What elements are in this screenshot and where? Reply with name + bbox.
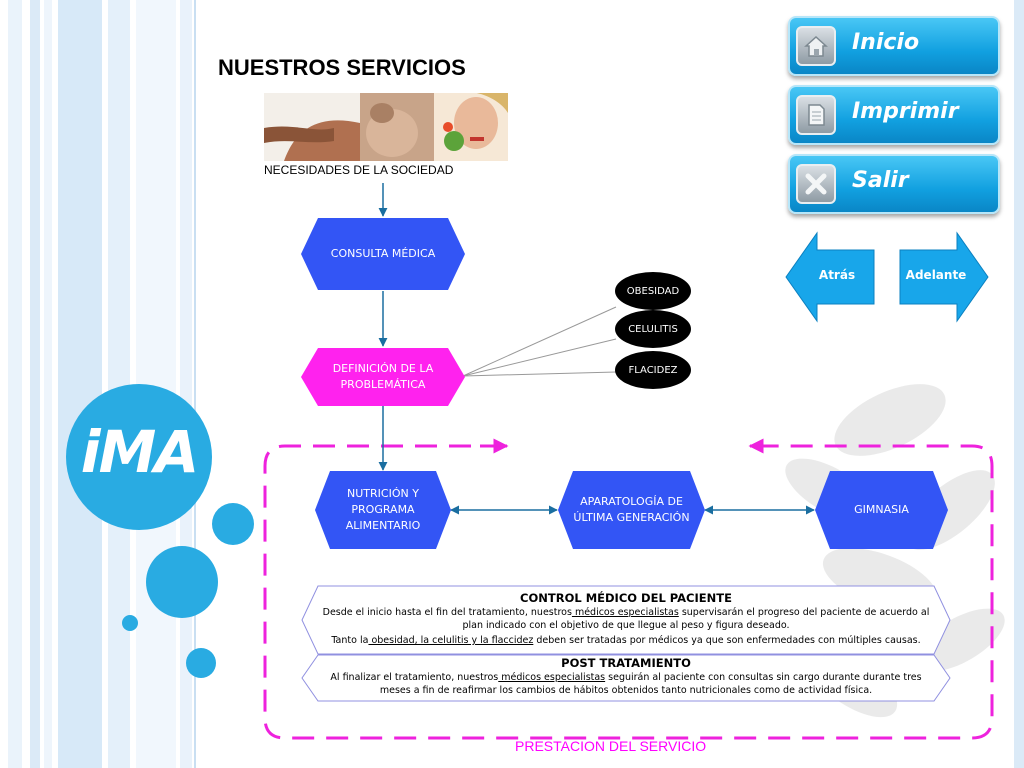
specialists-link[interactable]: médicos especialistas [498, 672, 606, 683]
aparatologia-label: APARATOLOGÍA DE ÚLTIMA GENERACIÓN [573, 495, 690, 524]
control-text: CONTROL MÉDICO DEL PACIENTE Desde el ini… [322, 591, 930, 647]
close-icon [796, 164, 836, 204]
decor-bubble [122, 615, 138, 631]
stripe-decor [194, 0, 196, 768]
process-region-outline [263, 444, 994, 740]
control-box [301, 585, 951, 655]
gimnasia-label: GIMNASIA [854, 503, 909, 516]
print-button[interactable]: Imprimir [788, 85, 1000, 145]
footer-caption: PRESTACION DEL SERVICIO [515, 738, 707, 754]
connector [462, 371, 617, 377]
nutricion-label: NUTRICIÓN Y PROGRAMA ALIMENTARIO [345, 487, 421, 532]
hexagon-aparatologia [558, 471, 705, 549]
home-label: Inicio [852, 30, 920, 55]
logo-circle [66, 384, 212, 530]
control-paragraph: Desde el inicio hasta el fin del tratami… [322, 607, 930, 631]
oval-obesidad [615, 272, 691, 310]
post-heading: POST TRATAMIENTO [561, 656, 691, 670]
control-heading: CONTROL MÉDICO DEL PACIENTE [520, 591, 732, 605]
forward-label: Adelante [905, 268, 967, 282]
post-text: POST TRATAMIENTO Al finalizar el tratami… [322, 656, 930, 697]
exit-label: Salir [852, 168, 909, 193]
back-arrow-button [785, 231, 875, 323]
control-paragraph: Tanto la obesidad, la celulitis y la fla… [331, 635, 921, 646]
document-icon [796, 95, 836, 135]
consulta-label: CONSULTA MÉDICA [330, 247, 436, 260]
hexagon-nutricion [315, 471, 451, 549]
conditions-link[interactable]: obesidad, la celulitis y la flaccidez [368, 635, 534, 646]
oval-flacidez [615, 351, 691, 389]
celulitis-label: CELULITIS [628, 323, 678, 335]
connector [462, 338, 617, 377]
decor-bubble [146, 546, 218, 618]
back-label: Atrás [818, 268, 856, 282]
logo-text: iMA [80, 418, 200, 486]
page-title: NUESTROS SERVICIOS [218, 55, 466, 80]
post-paragraph: Al finalizar el tratamiento, nuestros mé… [330, 672, 922, 696]
hexagon-consulta [301, 218, 465, 290]
forward-arrow-button [899, 231, 989, 323]
oval-celulitis [615, 310, 691, 348]
decor-bubble [212, 503, 254, 545]
print-label: Imprimir [852, 99, 959, 124]
photo-caption: NECESIDADES DE LA SOCIEDAD [264, 163, 454, 177]
definicion-label: DEFINICIÓN DE LA PROBLEMÁTICA [332, 362, 434, 391]
stripe-decor [1014, 0, 1024, 768]
specialists-link[interactable]: médicos especialistas [571, 607, 679, 618]
exit-button[interactable]: Salir [788, 154, 1000, 214]
obesidad-label: OBESIDAD [626, 285, 680, 297]
stripe-decor [108, 0, 130, 768]
connector [462, 306, 617, 377]
home-icon [796, 26, 836, 66]
post-box [301, 654, 951, 702]
stripe-decor [44, 0, 52, 768]
decor-bubble [186, 648, 216, 678]
home-button[interactable]: Inicio [788, 16, 1000, 76]
hexagon-gimnasia [815, 471, 948, 549]
stripe-decor [8, 0, 22, 768]
stripe-decor [30, 0, 40, 768]
header-photo [264, 93, 508, 161]
hexagon-definicion [301, 348, 465, 406]
flacidez-label: FLACIDEZ [628, 364, 678, 376]
stripe-decor [58, 0, 102, 768]
